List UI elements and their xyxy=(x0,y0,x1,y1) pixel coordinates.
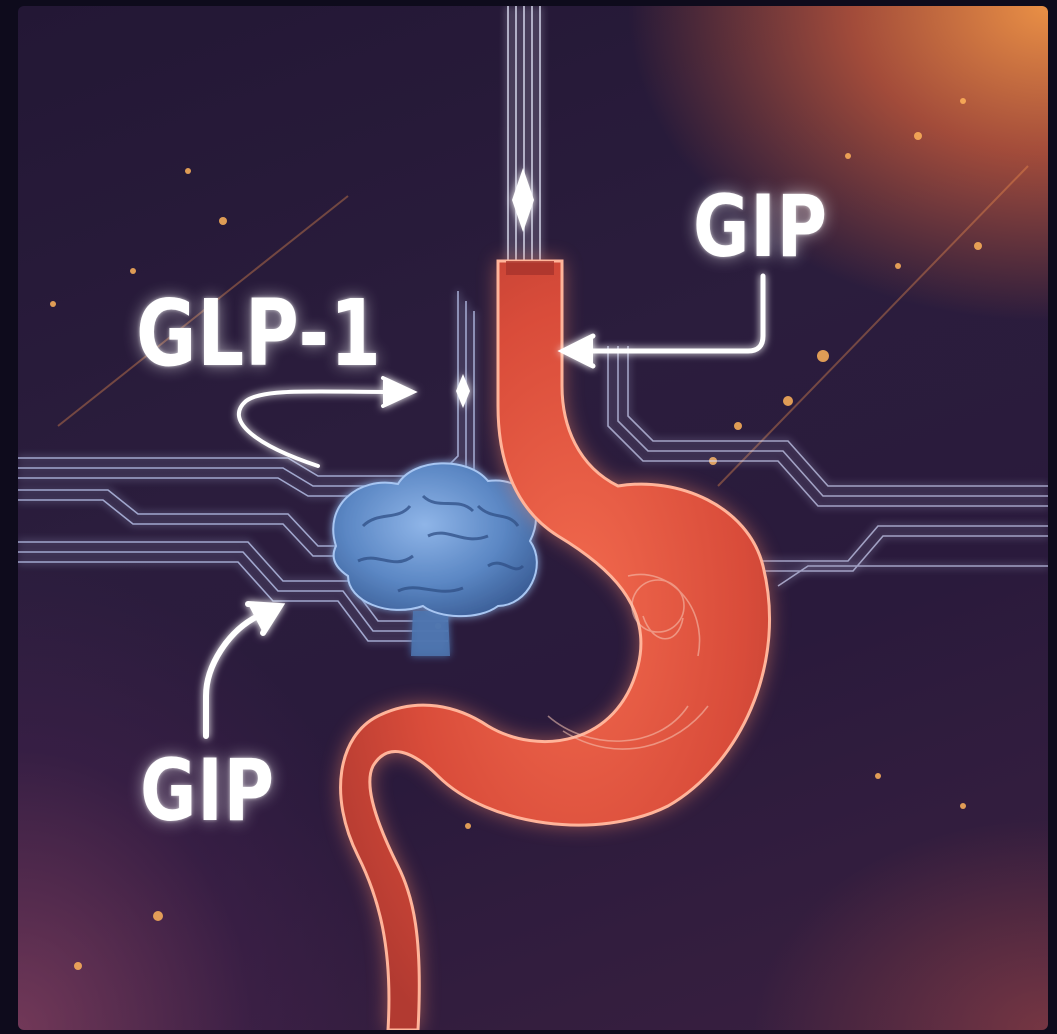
stomach-organ xyxy=(341,261,770,1030)
label-gip-top: GIP xyxy=(693,184,828,270)
brain xyxy=(333,463,537,656)
illustration-frame: GLP-1 GIP GIP xyxy=(18,6,1048,1030)
arrow-gip-bottom xyxy=(206,604,280,736)
arrow-gip-top xyxy=(563,276,763,366)
arrow-glp1 xyxy=(239,378,413,466)
illustration-artwork xyxy=(18,6,1048,1030)
label-gip-bottom: GIP xyxy=(140,748,275,834)
label-glp1: GLP-1 xyxy=(136,288,382,380)
